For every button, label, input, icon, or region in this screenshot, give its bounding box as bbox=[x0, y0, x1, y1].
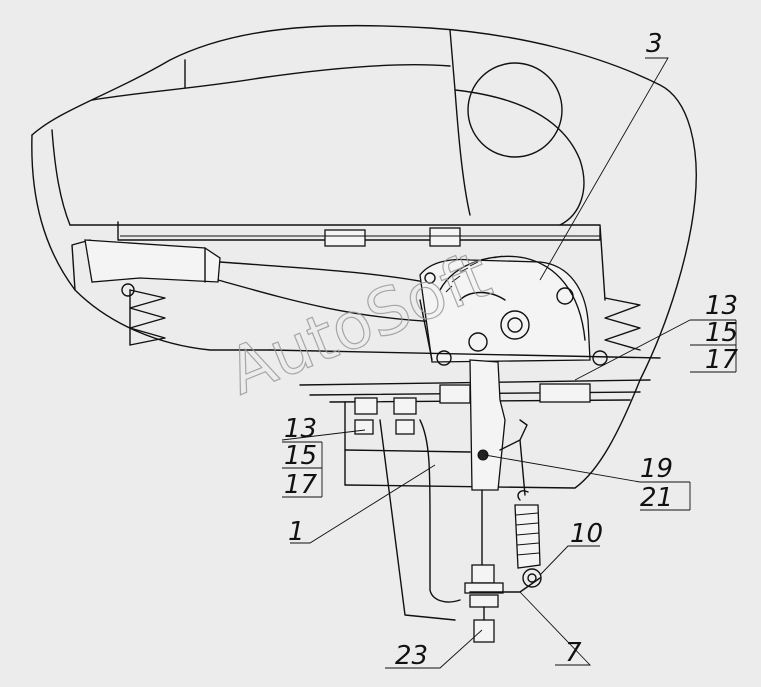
adjust-lever-handle bbox=[84, 239, 441, 323]
bellows-right bbox=[604, 297, 641, 351]
callout-labels: 3 13 15 17 13 15 17 19 21 10 1 23 7 bbox=[284, 29, 739, 671]
callout-21: 21 bbox=[640, 483, 673, 513]
lever-arm bbox=[464, 359, 541, 643]
callout-13-left: 13 bbox=[284, 414, 317, 444]
callout-19: 19 bbox=[640, 454, 673, 484]
leader-lines bbox=[281, 57, 737, 669]
vertical-strut bbox=[379, 419, 461, 621]
seat-rail bbox=[117, 221, 601, 247]
callout-3: 3 bbox=[646, 29, 663, 59]
bellows-left bbox=[129, 289, 166, 346]
callout-17-left: 17 bbox=[284, 470, 318, 500]
callout-10: 10 bbox=[570, 519, 603, 549]
return-spring bbox=[514, 490, 542, 588]
callout-15-right: 15 bbox=[705, 318, 738, 348]
callout-15-left: 15 bbox=[284, 441, 317, 471]
callout-1: 1 bbox=[288, 517, 305, 547]
seat-cushion bbox=[31, 24, 697, 381]
sector-gear-assembly bbox=[419, 255, 608, 366]
callout-17-right: 17 bbox=[705, 345, 739, 375]
callout-7: 7 bbox=[565, 638, 582, 668]
callout-13-right: 13 bbox=[705, 291, 738, 321]
callout-23: 23 bbox=[395, 641, 428, 671]
